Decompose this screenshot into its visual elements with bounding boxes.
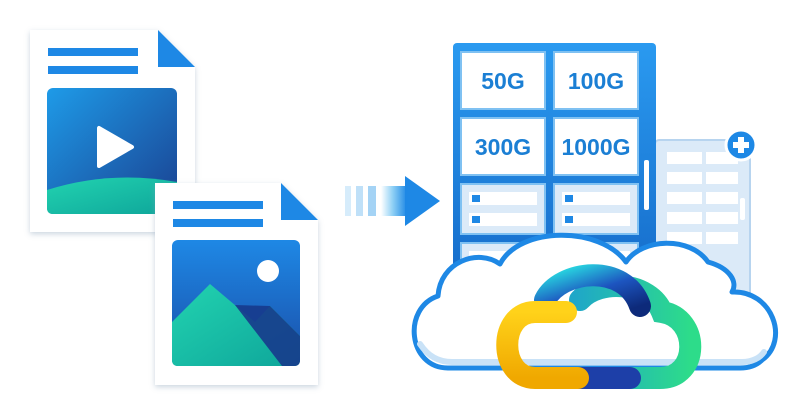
image-file-icon	[155, 183, 318, 385]
storage-tier-label: 100G	[568, 68, 624, 94]
play-icon	[97, 126, 134, 168]
storage-tier-label: 1000G	[561, 134, 630, 160]
storage-tier-label: 50G	[481, 68, 524, 94]
arrow-right-icon	[345, 176, 440, 226]
plus-icon	[724, 128, 758, 162]
cloud-logo-mark	[496, 264, 702, 389]
video-file-icon	[30, 30, 195, 232]
server-rack-icon: 50G 100G 300G 1000G	[453, 43, 656, 303]
sun-icon	[257, 260, 279, 282]
storage-tier-label: 300G	[475, 134, 531, 160]
